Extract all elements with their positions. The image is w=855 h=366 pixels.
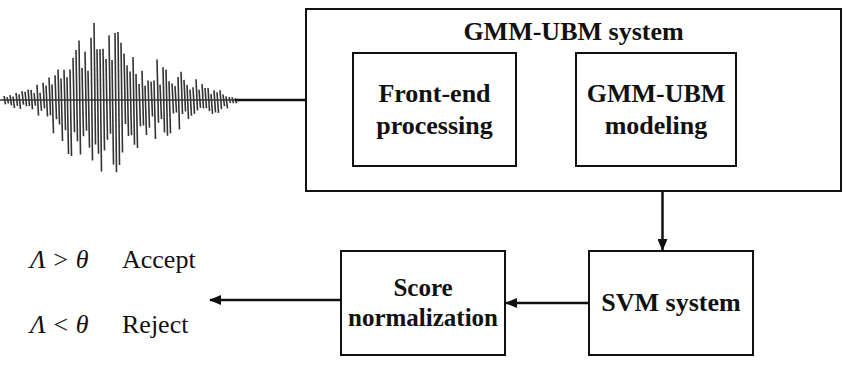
waveform-stroke <box>166 70 168 136</box>
box-label: SVM system <box>601 287 740 318</box>
waveform-stroke <box>79 41 81 155</box>
waveform-stroke <box>73 58 75 132</box>
waveform-stroke <box>190 89 192 115</box>
waveform-stroke <box>136 74 138 148</box>
waveform-baseline <box>0 99 240 101</box>
waveform-stroke <box>94 23 96 145</box>
waveform-stroke <box>100 49 102 171</box>
waveform-stroke <box>82 68 84 136</box>
speech-waveform <box>0 23 240 172</box>
waveform-stroke <box>172 83 174 113</box>
waveform-stroke <box>196 79 198 110</box>
process-box: SVM system <box>588 250 754 356</box>
threshold-condition: Λ > θ <box>30 245 89 275</box>
box-label: Front-end processing <box>360 78 509 140</box>
waveform-stroke <box>142 71 144 126</box>
waveform-stroke <box>109 35 111 133</box>
waveform-stroke <box>160 85 162 119</box>
waveform-stroke <box>148 80 150 127</box>
waveform-stroke <box>145 86 147 135</box>
waveform-stroke <box>184 80 186 112</box>
waveform-stroke <box>76 50 78 141</box>
group-title: GMM-UBM system <box>307 16 840 47</box>
waveform-stroke <box>25 92 27 106</box>
waveform-stroke <box>28 90 30 106</box>
waveform-stroke <box>58 69 60 124</box>
waveform-stroke <box>43 83 45 109</box>
waveform-stroke <box>19 94 21 109</box>
waveform-stroke <box>61 78 63 141</box>
waveform-stroke <box>139 84 141 126</box>
waveform-stroke <box>217 92 219 113</box>
waveform-stroke <box>181 72 183 114</box>
waveform-stroke <box>91 38 93 161</box>
waveform-stroke <box>115 33 117 172</box>
waveform-stroke <box>202 84 204 108</box>
waveform-stroke <box>55 75 57 119</box>
waveform-stroke <box>205 88 207 108</box>
process-box: Front-end processing <box>352 52 517 167</box>
process-box: Score normalization <box>340 250 506 356</box>
waveform-stroke <box>169 81 171 133</box>
flow-arrow <box>506 302 588 305</box>
decision-label: Reject <box>122 310 188 340</box>
waveform-stroke <box>67 77 69 154</box>
waveform-stroke <box>151 82 153 117</box>
box-label: Score normalization <box>348 273 498 333</box>
waveform-stroke <box>40 93 42 111</box>
waveform-stroke <box>187 85 189 119</box>
waveform-stroke <box>13 97 15 109</box>
waveform-stroke <box>85 52 87 131</box>
system-group-box: GMM-UBM systemFront-end processing GMM-UB… <box>305 8 842 192</box>
waveform-stroke <box>22 91 24 104</box>
decision-label: Accept <box>122 245 196 275</box>
decision-arrow <box>210 299 340 302</box>
waveform-stroke <box>49 78 51 116</box>
waveform-stroke <box>88 71 90 148</box>
waveform-stroke <box>157 59 159 122</box>
process-box: GMM-UBM modeling <box>575 52 737 167</box>
waveform-stroke <box>118 32 120 165</box>
waveform-stroke <box>52 85 54 134</box>
threshold-condition: Λ < θ <box>30 310 89 340</box>
waveform-stroke <box>154 81 156 139</box>
waveform-stroke <box>226 96 228 108</box>
waveform-stroke <box>97 49 99 153</box>
waveform-stroke <box>211 94 213 114</box>
waveform-stroke <box>199 90 201 108</box>
waveform-stroke <box>133 57 135 145</box>
waveform-stroke <box>124 54 126 124</box>
waveform-stroke <box>46 85 48 116</box>
waveform-stroke <box>112 60 114 164</box>
waveform-stroke <box>130 72 132 136</box>
box-label: GMM-UBM modeling <box>583 78 729 140</box>
waveform-stroke <box>70 69 72 156</box>
waveform-stroke <box>178 77 180 129</box>
waveform-stroke <box>121 43 123 153</box>
waveform-stroke <box>214 90 216 112</box>
